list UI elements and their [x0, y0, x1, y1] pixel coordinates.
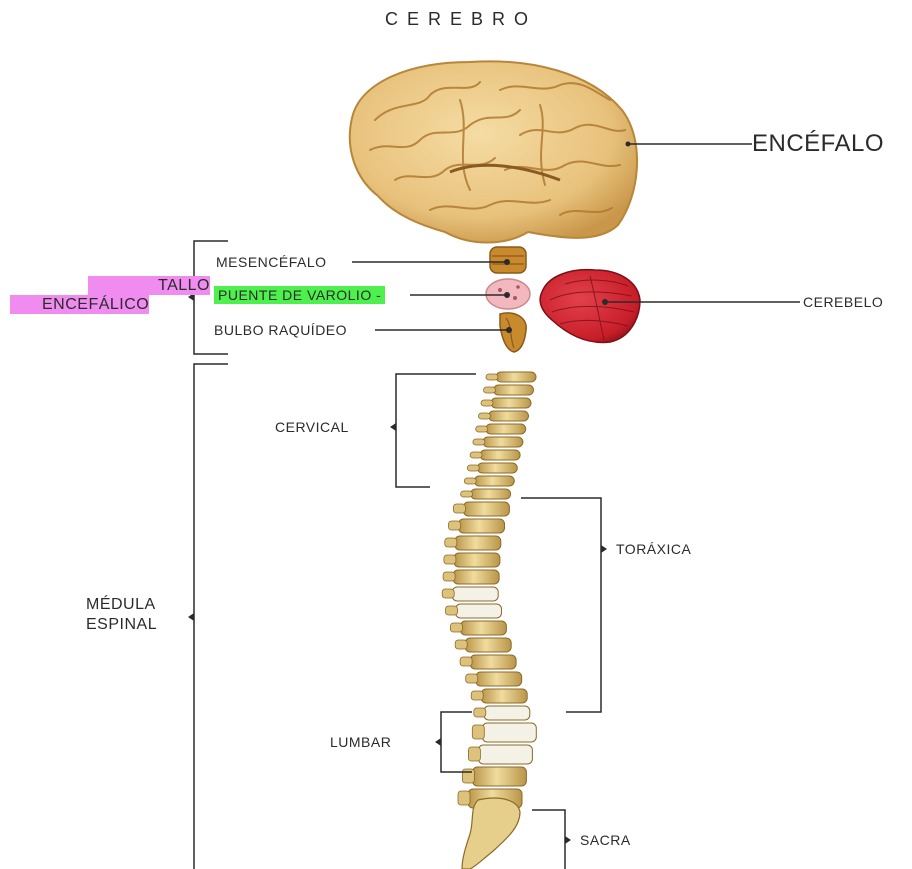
vertebra	[453, 570, 499, 584]
vertebra-process	[443, 572, 455, 581]
vertebra	[482, 723, 536, 742]
vertebra	[480, 450, 520, 460]
medula-espinal-line1: MÉDULA	[86, 595, 157, 615]
sacra-label: SACRA	[580, 833, 631, 847]
vertebra-process	[462, 769, 474, 783]
tallo-encefalico-line2: ENCEFÁLICO	[10, 295, 149, 314]
vertebra-process	[444, 555, 456, 564]
vertebra	[460, 621, 506, 635]
lumbar-label: LUMBAR	[330, 735, 391, 749]
vertebra-process	[455, 640, 467, 649]
vertebra-process	[460, 657, 472, 666]
vertebra-process	[473, 439, 485, 445]
vertebra	[459, 519, 505, 533]
vertebra	[486, 424, 526, 434]
vertebra	[465, 638, 511, 652]
brain-illustration	[350, 61, 637, 242]
vertebra-process	[458, 791, 470, 805]
vertebra	[489, 411, 529, 421]
sacral-bracket	[532, 810, 565, 869]
vertebra-process	[472, 725, 484, 739]
bulbo-raquideo-label: BULBO RAQUÍDEO	[214, 323, 347, 337]
encefalo-label: ENCÉFALO	[752, 132, 884, 156]
cervical-bracket	[396, 374, 476, 487]
vertebra-process	[486, 374, 498, 380]
vertebra	[456, 604, 502, 618]
spinal-cord-bracket	[194, 364, 228, 869]
vertebra-process	[445, 538, 457, 547]
vertebra	[496, 372, 536, 382]
vertebra	[455, 536, 501, 550]
vertebra-process	[464, 478, 476, 484]
vertebra	[471, 489, 511, 499]
vertebra-process	[450, 623, 462, 632]
vertebra-process	[481, 400, 493, 406]
vertebra	[494, 385, 534, 395]
vertebra	[454, 553, 500, 567]
lumbar-bracket	[441, 712, 472, 772]
vertebra	[481, 689, 527, 703]
spinal-column-illustration	[442, 372, 536, 869]
cerebellum-illustration	[540, 270, 640, 343]
cervical-label: CERVICAL	[275, 420, 349, 434]
vertebra	[478, 745, 532, 764]
toraxica-label: TORÁXICA	[616, 542, 691, 556]
puente-de-varolio-highlight: PUENTE DE VAROLIO -	[214, 286, 385, 304]
cerebelo-label: CEREBELO	[803, 295, 883, 309]
pons-illustration	[486, 279, 530, 309]
vertebra-process	[468, 747, 480, 761]
vertebra	[484, 706, 530, 720]
vertebra	[483, 437, 523, 447]
vertebra-process	[467, 465, 479, 471]
vertebra-process	[476, 426, 488, 432]
vertebra-process	[471, 691, 483, 700]
vertebra-process	[453, 504, 465, 513]
vertebra	[463, 502, 509, 516]
vertebra	[452, 587, 498, 601]
medulla-illustration	[500, 313, 526, 352]
medula-espinal-line2: ESPINAL	[86, 615, 157, 635]
sacrum	[462, 798, 520, 869]
medula-espinal-label: MÉDULA ESPINAL	[86, 595, 157, 635]
vertebra-process	[446, 606, 458, 615]
puente-de-varolio-label: PUENTE DE VAROLIO -	[214, 288, 385, 302]
vertebra-process	[461, 491, 473, 497]
vertebra-process	[470, 452, 482, 458]
vertebra	[476, 672, 522, 686]
midbrain-illustration	[490, 247, 526, 273]
vertebra	[470, 655, 516, 669]
vertebra-process	[479, 413, 491, 419]
vertebra-process	[466, 674, 478, 683]
vertebra	[491, 398, 531, 408]
diagram-title: CEREBRO	[385, 10, 537, 28]
vertebra-process	[442, 589, 454, 598]
thoracic-bracket	[521, 498, 601, 712]
vertebra-process	[484, 387, 496, 393]
tallo-encefalico-line1: TALLO	[88, 276, 210, 295]
vertebra	[474, 476, 514, 486]
vertebra	[472, 767, 526, 786]
vertebra-process	[449, 521, 461, 530]
mesencefalo-label: MESENCÉFALO	[216, 255, 327, 269]
tallo-encefalico-label: TALLO ENCEFÁLICO	[88, 278, 210, 313]
vertebra-process	[474, 708, 486, 717]
bracket-arrows	[188, 293, 607, 844]
vertebra	[477, 463, 517, 473]
